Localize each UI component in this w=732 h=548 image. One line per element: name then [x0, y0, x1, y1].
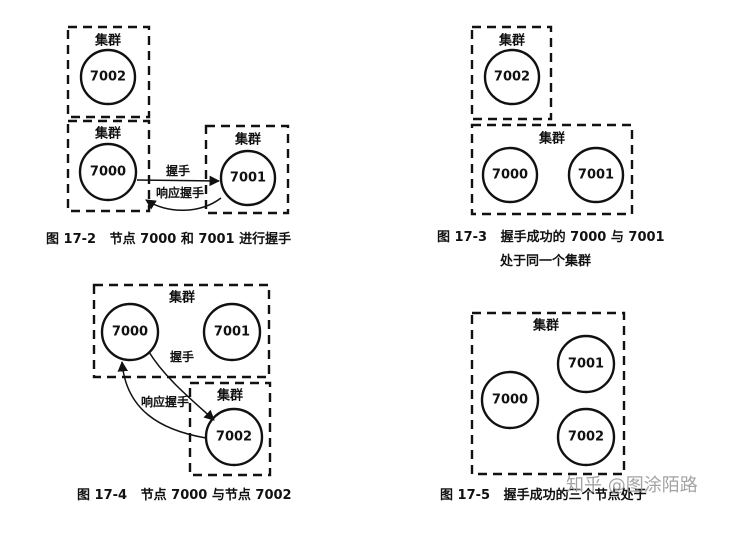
cluster-box-7002	[470, 25, 553, 121]
cluster-box-7000	[66, 119, 151, 213]
response-handshake-label: 响应握手	[141, 394, 189, 409]
cluster-label: 集群	[168, 290, 195, 306]
node-label: 7001	[578, 168, 614, 183]
node-7002	[556, 407, 616, 467]
node-7002	[204, 407, 264, 467]
cluster-label: 集群	[94, 126, 121, 142]
cluster-label: 集群	[216, 388, 243, 404]
cluster-label: 集群	[538, 131, 565, 147]
cluster-box-all	[470, 311, 626, 476]
cluster-label: 集群	[498, 33, 525, 49]
figure-17-5: 集群 7000 7001 7002 图 17-5 握手成功的三个节点处于	[440, 311, 647, 503]
node-label: 7000	[492, 393, 528, 408]
node-7001	[567, 146, 625, 204]
handshake-arrow	[136, 175, 221, 187]
cluster-label: 集群	[532, 318, 559, 334]
node-label: 7002	[494, 70, 530, 85]
node-label: 7000	[492, 168, 528, 183]
cluster-label: 集群	[94, 33, 121, 49]
figure-caption-line2: 处于同一个集群	[499, 253, 591, 269]
node-label: 7002	[216, 430, 252, 445]
node-label: 7001	[568, 357, 604, 372]
node-label: 7000	[90, 165, 126, 180]
node-7000	[480, 370, 540, 430]
node-7001	[556, 334, 616, 394]
figure-17-4: 集群 7000 7001 集群 7002 握手 响应握手 图 17-4 节点 7…	[77, 283, 292, 503]
handshake-arrow	[148, 351, 215, 421]
watermark: 知乎 @图涂陌路	[566, 475, 698, 496]
response-handshake-arrow	[117, 360, 207, 439]
node-7002	[79, 48, 137, 106]
cluster-box-merged	[92, 283, 271, 379]
node-7002	[483, 48, 541, 106]
figure-caption-line1: 图 17-3 握手成功的 7000 与 7001	[437, 229, 665, 245]
cluster-box-7001	[204, 124, 290, 215]
figure-caption: 图 17-5 握手成功的三个节点处于	[440, 487, 647, 503]
node-label: 7001	[214, 325, 250, 340]
node-label: 7002	[90, 70, 126, 85]
node-7000	[100, 302, 160, 362]
node-7001	[219, 149, 277, 207]
node-label: 7002	[568, 430, 604, 445]
node-7000	[481, 146, 539, 204]
figure-17-2: 集群 7002 集群 7000 集群 7001 握手 响应握手 图 17-2 节…	[46, 25, 291, 247]
node-7001	[202, 302, 262, 362]
node-label: 7001	[230, 171, 266, 186]
figure-17-3: 集群 7002 集群 7000 7001 图 17-3 握手成功的 7000 与…	[437, 25, 665, 269]
cluster-box-7002	[66, 25, 151, 119]
handshake-label: 握手	[166, 163, 190, 178]
cluster-label: 集群	[234, 132, 261, 148]
response-handshake-label: 响应握手	[156, 185, 204, 200]
response-handshake-arrow	[145, 197, 222, 211]
figure-caption: 图 17-4 节点 7000 与节点 7002	[77, 487, 292, 503]
cluster-box-merged	[470, 123, 634, 216]
node-7000	[78, 142, 138, 202]
node-label: 7000	[112, 325, 148, 340]
figure-caption: 图 17-2 节点 7000 和 7001 进行握手	[46, 231, 291, 247]
handshake-label: 握手	[170, 349, 194, 364]
cluster-box-7002	[188, 381, 272, 477]
